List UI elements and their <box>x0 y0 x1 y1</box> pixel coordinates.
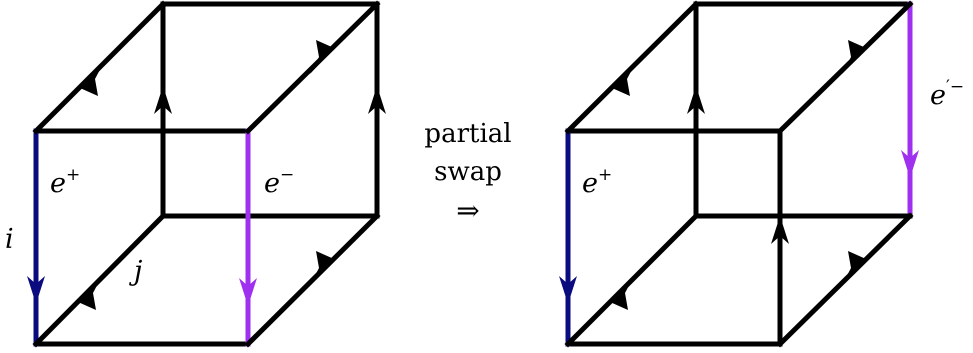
right-e-prime-minus-label: e′− <box>930 77 964 111</box>
left-arrow-front-left-down <box>27 276 45 304</box>
right-arrow-diag-top-left <box>612 62 636 96</box>
left-arrow-diag-top-right <box>310 40 334 74</box>
left-arrow-diag-bottom-left <box>78 276 102 310</box>
left-diag-top-right <box>244 0 381 135</box>
left-e-plus-label: e+ <box>50 165 80 199</box>
left-i-label: i <box>5 224 14 255</box>
right-arrow-front-right-up <box>771 216 789 244</box>
right-cube: e+ e′− <box>559 0 964 348</box>
left-j-label: j <box>129 256 142 287</box>
left-diag-bottom-right <box>244 212 381 348</box>
right-diag-top-right <box>776 0 914 135</box>
right-arrow-diag-top-right <box>842 40 866 74</box>
right-e-plus-label: e+ <box>582 165 612 199</box>
left-arrow-diag-bottom-right <box>310 251 334 285</box>
right-arrow-back-left-up <box>687 86 705 114</box>
left-e-minus-label: e− <box>264 165 294 199</box>
implies-arrow-icon: ⇒ <box>456 194 479 227</box>
right-arrow-diag-bottom-left <box>610 276 634 310</box>
right-arrow-diag-bottom-right <box>842 251 866 285</box>
operation-line-2: swap <box>434 157 502 187</box>
operation-label: partial swap ⇒ <box>424 119 511 227</box>
left-arrow-back-left-up <box>154 86 172 114</box>
left-arrow-back-right-up <box>368 86 386 114</box>
left-arrow-front-right-down <box>239 278 257 306</box>
right-arrow-back-right-down <box>901 150 919 178</box>
right-diag-bottom-left <box>564 212 700 348</box>
left-arrow-diag-top-left <box>80 62 104 96</box>
right-arrow-front-left-down <box>559 276 577 304</box>
operation-line-1: partial <box>424 119 511 149</box>
left-cube: e+ e− i j <box>5 0 386 348</box>
